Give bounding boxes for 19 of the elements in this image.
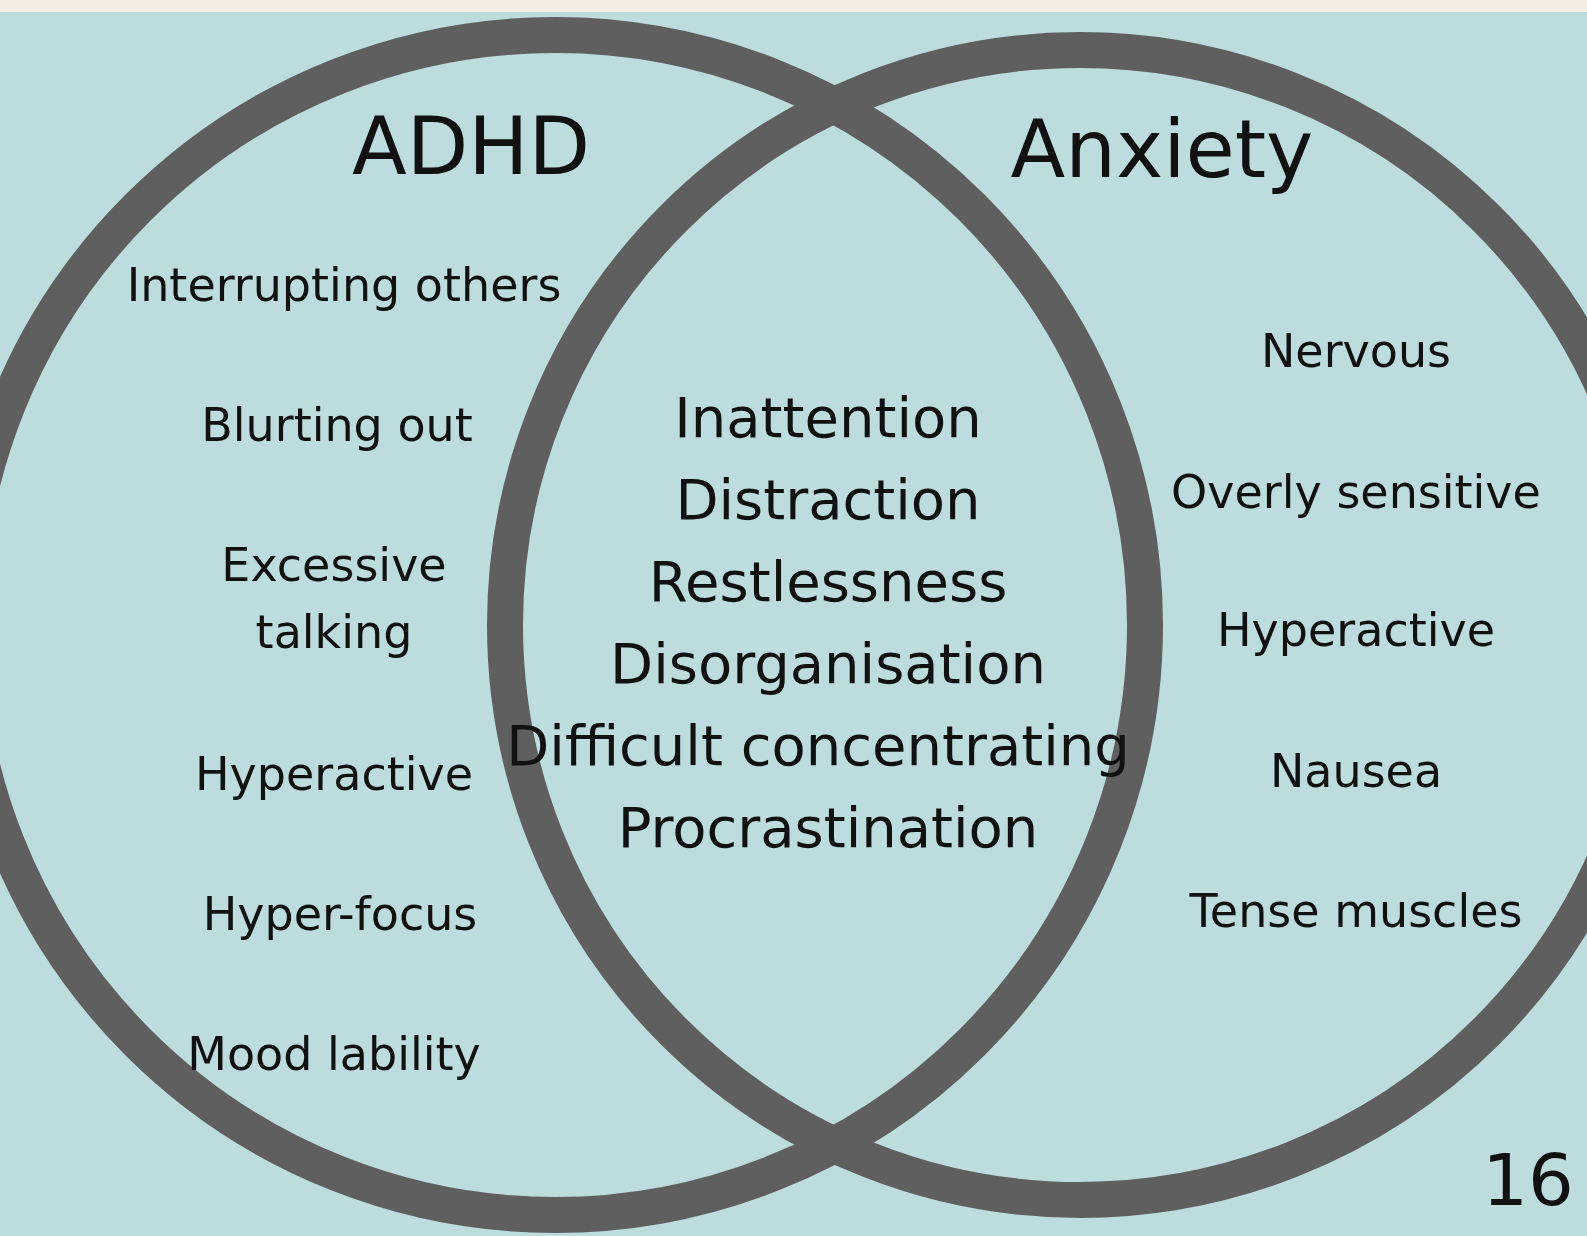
symptom-label: Procrastination — [617, 794, 1039, 863]
symptom-label: Tense muscles — [1189, 882, 1523, 940]
circle-heading: Anxiety — [1010, 102, 1314, 198]
symptom-label: Mood lability — [187, 1025, 481, 1083]
symptom-label: Inattention — [674, 384, 982, 453]
symptom-label: Interrupting others — [126, 256, 562, 314]
symptom-label: Hyper-focus — [202, 885, 478, 943]
symptom-label: Nervous — [1260, 322, 1452, 380]
symptom-label: Blurting out — [201, 396, 473, 454]
symptom-label: Disorganisation — [610, 630, 1046, 699]
symptom-label: Restlessness — [648, 548, 1008, 617]
symptom-label: Overly sensitive — [1171, 463, 1541, 521]
symptom-label: Distraction — [675, 466, 981, 535]
symptom-label: Nausea — [1269, 742, 1443, 800]
symptom-label: Excessive talking — [220, 537, 448, 661]
symptom-label: Hyperactive — [195, 745, 473, 803]
symptom-label: Hyperactive — [1217, 601, 1495, 659]
page-number: 16 — [1482, 1136, 1574, 1224]
circle-heading: ADHD — [351, 99, 591, 195]
